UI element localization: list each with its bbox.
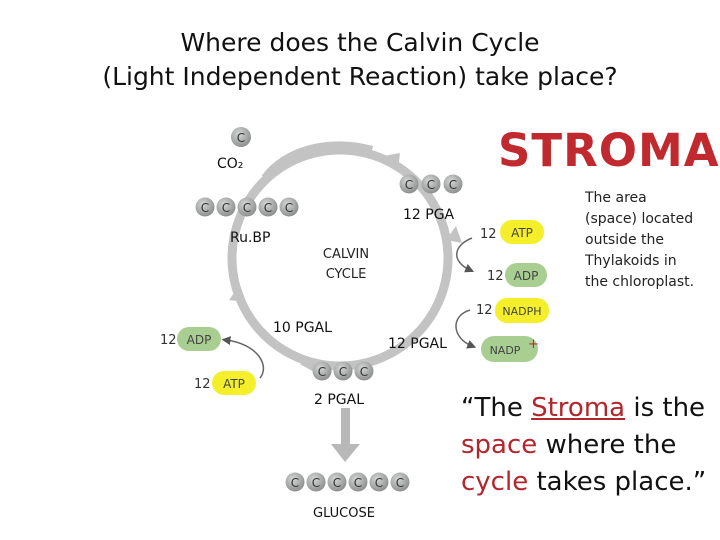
- svg-text:C: C: [405, 178, 413, 192]
- stroma-quote: “The Stroma is the space where the cycle…: [461, 390, 720, 501]
- description-line: outside the: [585, 232, 665, 248]
- svg-text:C: C: [201, 201, 209, 215]
- svg-text:ADP: ADP: [187, 333, 212, 347]
- quote-cycle-word: cycle: [461, 467, 529, 497]
- description-line: Thylakoids in: [585, 253, 677, 269]
- description-line: (space) located: [585, 211, 694, 227]
- adp-right-pill: ADP: [505, 263, 547, 287]
- co2-arrow: [261, 141, 374, 181]
- cycle-arrowhead-top: [384, 153, 400, 170]
- pga-label: 12 PGA: [403, 207, 455, 223]
- calvin-cycle-label-1: CALVIN: [323, 247, 369, 262]
- nadp-pill: NADP +: [481, 336, 539, 362]
- quote-where-the: where the: [537, 430, 677, 460]
- quote-takes-place: takes place.”: [528, 467, 707, 497]
- cycle-arrowhead-bottom: [300, 358, 316, 372]
- quote-space-word: space: [461, 430, 538, 460]
- rubp-carbon-chain: C C C C C: [195, 197, 299, 217]
- svg-text:C: C: [449, 178, 457, 192]
- stroma-description: The area (space) located outside the Thy…: [585, 188, 720, 293]
- svg-text:C: C: [354, 476, 362, 490]
- svg-text:ADP: ADP: [514, 269, 539, 283]
- atp-right-count: 12: [480, 227, 497, 242]
- adp-left-pill: ADP: [177, 327, 221, 351]
- quote-line-3: cycle takes place.”: [461, 464, 720, 501]
- co2-carbon: C: [231, 127, 251, 147]
- stroma-heading: STROMA: [498, 124, 720, 177]
- quote-is-the: is the: [625, 393, 706, 423]
- rubp-label: Ru.BP: [230, 230, 270, 246]
- pgal10-label: 10 PGAL: [273, 320, 332, 336]
- pgal12-label: 12 PGAL: [388, 336, 447, 352]
- description-line: The area: [585, 190, 647, 206]
- svg-text:C: C: [333, 476, 341, 490]
- atp-left-pill: ATP: [212, 371, 256, 395]
- glucose-arrow-head: [331, 444, 360, 462]
- quote-stroma-word: Stroma: [531, 393, 626, 423]
- quote-line-2: space where the: [461, 427, 720, 464]
- pga-carbon-chain: C C C: [399, 174, 463, 194]
- nadph-to-nadp-arrow: [455, 309, 477, 349]
- quote-line-1: “The Stroma is the: [461, 390, 720, 427]
- adp-right-count: 12: [487, 269, 504, 284]
- title-line-1: Where does the Calvin Cycle: [180, 28, 540, 57]
- atp-to-adp-left-arrow: [221, 336, 265, 379]
- calvin-cycle-label-2: CYCLE: [326, 267, 367, 282]
- adp-left-count: 12: [160, 333, 177, 348]
- svg-text:C: C: [285, 201, 293, 215]
- pgal-carbon-chain: C C C: [312, 361, 374, 381]
- svg-text:C: C: [339, 365, 347, 379]
- nadph-count: 12: [476, 303, 493, 318]
- svg-text:C: C: [243, 201, 251, 215]
- svg-text:C: C: [222, 201, 230, 215]
- svg-text:C: C: [291, 476, 299, 490]
- svg-text:ATP: ATP: [223, 377, 245, 391]
- title-line-2: (Light Independent Reaction) take place?: [102, 62, 618, 91]
- glucose-label: GLUCOSE: [313, 506, 375, 521]
- co2-label: CO₂: [217, 156, 243, 172]
- svg-text:C: C: [312, 476, 320, 490]
- svg-text:C: C: [396, 476, 404, 490]
- svg-text:C: C: [375, 476, 383, 490]
- svg-text:NADP: NADP: [490, 344, 521, 357]
- description-line: the chloroplast.: [585, 274, 695, 290]
- glucose-carbon-chain: C C C C C C: [285, 472, 410, 492]
- svg-text:ATP: ATP: [511, 226, 533, 240]
- atp-left-count: 12: [194, 377, 211, 392]
- svg-text:C: C: [237, 131, 245, 145]
- page-title: Where does the Calvin Cycle (Light Indep…: [0, 26, 720, 94]
- svg-text:C: C: [318, 365, 326, 379]
- svg-text:C: C: [264, 201, 272, 215]
- svg-text:C: C: [427, 178, 435, 192]
- atp-to-adp-arrow: [456, 237, 475, 273]
- cycle-arrowhead-right: [446, 226, 462, 243]
- glucose-arrow-shaft: [341, 408, 350, 446]
- pgal2-label: 2 PGAL: [314, 392, 364, 408]
- atp-right-pill: ATP: [500, 220, 544, 244]
- svg-text:C: C: [360, 365, 368, 379]
- nadph-pill: NADPH: [495, 298, 549, 323]
- cycle-arrowhead-left: [229, 285, 246, 302]
- quote-open: “The: [461, 393, 532, 423]
- svg-text:+: +: [528, 337, 539, 352]
- svg-text:NADPH: NADPH: [502, 305, 541, 318]
